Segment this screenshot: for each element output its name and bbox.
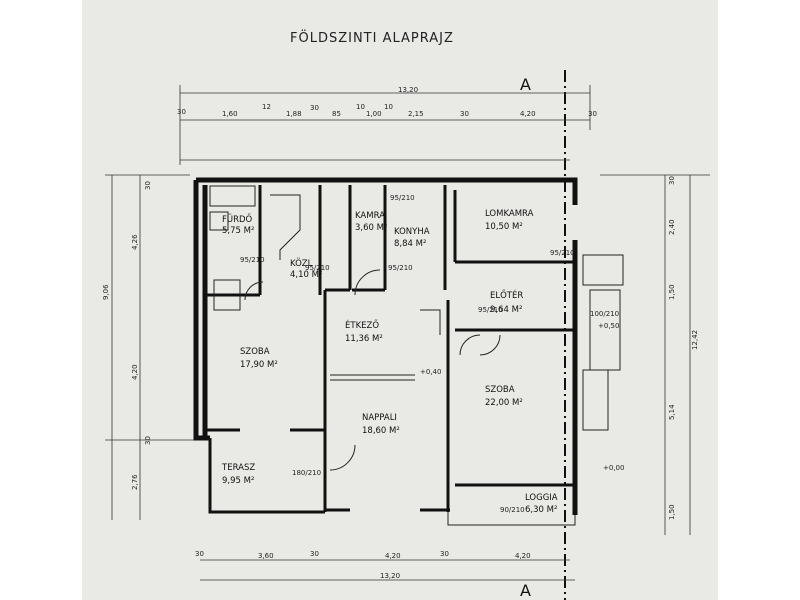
svg-text:100/210: 100/210: [590, 310, 619, 318]
svg-text:5,14: 5,14: [668, 404, 676, 420]
room-konyha-area: 8,84 M²: [394, 239, 426, 249]
svg-text:30: 30: [144, 436, 152, 445]
svg-text:30: 30: [177, 108, 186, 116]
bottom-dimension-chain: 13,20 30 3,60 30 4,20 30 4,20: [195, 550, 575, 581]
svg-text:90/210: 90/210: [500, 506, 525, 514]
room-terasz-name: TERASZ: [221, 463, 255, 473]
svg-text:30: 30: [195, 550, 204, 558]
section-marker-bottom: A: [520, 581, 531, 600]
room-eloter-area: 9,64 M²: [490, 305, 522, 315]
svg-text:1,00: 1,00: [366, 110, 382, 118]
svg-text:10: 10: [384, 103, 393, 111]
svg-text:1,88: 1,88: [286, 110, 302, 118]
svg-text:30: 30: [310, 104, 319, 112]
level-marks: +0,40 +0,00 +0,50: [420, 322, 624, 472]
svg-text:95/210: 95/210: [240, 256, 265, 264]
svg-text:4,20: 4,20: [515, 552, 531, 560]
svg-text:30: 30: [668, 176, 676, 185]
room-szoba-left-name: SZOBA: [240, 347, 270, 357]
svg-text:95/210: 95/210: [305, 264, 330, 272]
svg-text:30: 30: [310, 550, 319, 558]
room-nappali-area: 18,60 M²: [362, 426, 400, 436]
svg-text:2,76: 2,76: [131, 474, 139, 490]
room-terasz-area: 9,95 M²: [222, 476, 254, 486]
svg-text:180/210: 180/210: [292, 469, 321, 477]
svg-text:95/210: 95/210: [388, 264, 413, 272]
svg-text:30: 30: [460, 110, 469, 118]
right-dimension-chain: 12,42 30 2,40 1,50 5,14 1,50: [600, 174, 710, 535]
svg-text:+0,00: +0,00: [603, 464, 624, 472]
room-szoba-right-name: SZOBA: [485, 385, 515, 395]
svg-text:95/210: 95/210: [478, 306, 503, 314]
room-lomkamra-name: LOMKAMRA: [485, 209, 534, 219]
svg-text:4,20: 4,20: [520, 110, 536, 118]
room-furdo-area: 5,75 M²: [222, 226, 254, 236]
svg-text:2,15: 2,15: [408, 110, 424, 118]
walls: [193, 177, 624, 526]
room-lomkamra-area: 10,50 M²: [485, 222, 523, 232]
room-etkezo-area: 11,36 M²: [345, 334, 383, 344]
svg-text:1,50: 1,50: [668, 504, 676, 520]
left-dimension-chain: 9,06 30 4,26 4,20 30 2,76: [102, 174, 200, 520]
right-total-dimension: 12,42: [691, 330, 699, 350]
svg-text:10: 10: [356, 103, 365, 111]
plan-title: FÖLDSZINTI ALAPRAJZ: [290, 29, 454, 46]
room-kamra-area: 3,60 M²: [355, 223, 387, 233]
room-furdo-name: FÜRDŐ: [222, 214, 253, 225]
room-loggia-name: LOGGIA: [525, 493, 558, 503]
svg-text:4,26: 4,26: [131, 234, 139, 250]
svg-text:85: 85: [332, 110, 341, 118]
left-total-dimension: 9,06: [102, 284, 110, 300]
room-szoba-left-area: 17,90 M²: [240, 360, 278, 370]
top-dimension-chain: 13,20 30 1,60 12 1,88 30 85 10 1,00 10 2…: [177, 85, 597, 165]
svg-text:4,20: 4,20: [385, 552, 401, 560]
room-szoba-right-area: 22,00 M²: [485, 398, 523, 408]
svg-text:12: 12: [262, 103, 271, 111]
svg-text:30: 30: [588, 110, 597, 118]
room-loggia-area: 6,30 M²: [525, 505, 557, 515]
svg-text:+0,50: +0,50: [598, 322, 619, 330]
svg-text:30: 30: [440, 550, 449, 558]
svg-text:3,60: 3,60: [258, 552, 274, 560]
svg-text:2,40: 2,40: [668, 219, 676, 235]
room-konyha-name: KONYHA: [394, 227, 430, 237]
section-marker-top: A: [520, 75, 531, 94]
svg-text:4,20: 4,20: [131, 364, 139, 380]
drawing-sheet: [82, 0, 718, 600]
room-kozl-name: KÖZL: [290, 258, 313, 269]
svg-text:30: 30: [144, 181, 152, 190]
room-kamra-name: KAMRA: [355, 211, 385, 221]
svg-text:1,60: 1,60: [222, 110, 238, 118]
svg-text:95/210: 95/210: [390, 194, 415, 202]
top-total-dimension: 13,20: [398, 86, 418, 94]
room-labels: FÜRDŐ 5,75 M² KÖZL 4,10 M² KAMRA 3,60 M²…: [221, 209, 558, 515]
room-eloter-name: ELŐTÉR: [490, 289, 523, 301]
svg-text:+0,40: +0,40: [420, 368, 441, 376]
opening-labels: 95/210 95/210 95/210 95/210 95/210 95/21…: [240, 194, 619, 514]
room-etkezo-name: ÉTKEZŐ: [345, 319, 379, 331]
svg-text:95/210: 95/210: [550, 249, 575, 257]
room-kozl-area: 4,10 M²: [290, 270, 322, 280]
bottom-total-dimension: 13,20: [380, 572, 400, 580]
svg-text:1,50: 1,50: [668, 284, 676, 300]
room-nappali-name: NAPPALI: [362, 413, 397, 423]
